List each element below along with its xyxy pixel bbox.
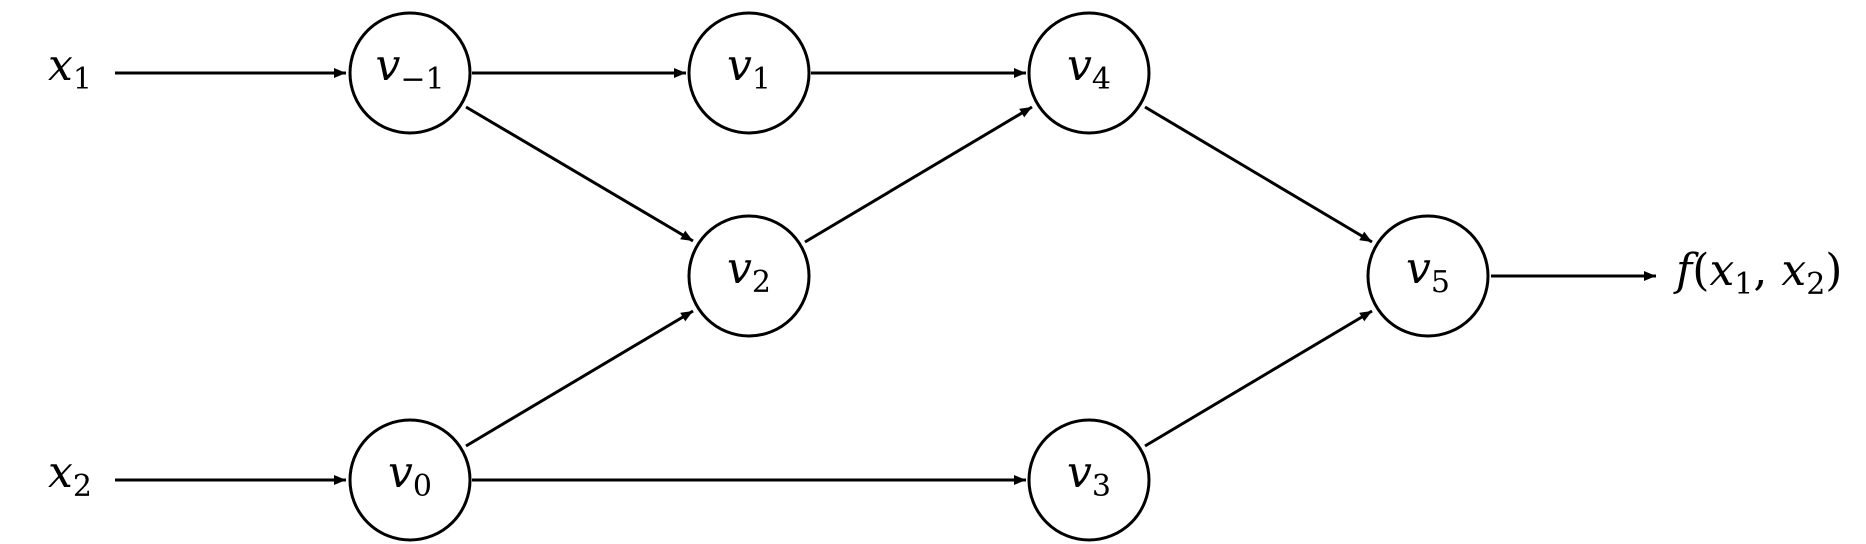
edge-v2-v4 xyxy=(804,105,1033,244)
edges xyxy=(115,68,1656,485)
edge-v0-v2 xyxy=(465,309,694,448)
node-circle xyxy=(348,418,472,542)
node-label: v4 xyxy=(1067,40,1111,97)
output-label: f(x1, x2) xyxy=(1673,245,1842,302)
node-v4: v4 xyxy=(1027,11,1151,135)
node-label: v3 xyxy=(1067,447,1111,504)
node-label: v2 xyxy=(727,243,771,300)
node-circle xyxy=(1027,418,1151,542)
node-circle xyxy=(687,214,811,338)
edge-v3-v5 xyxy=(1144,309,1373,448)
input-labels: x1 x2 xyxy=(48,40,92,504)
nodes: v−1 v1 v4 v2 v5 v0 v3 xyxy=(348,11,1490,542)
edge-v-1-v2 xyxy=(465,105,694,243)
node-v2: v2 xyxy=(687,214,811,338)
node-v5: v5 xyxy=(1366,214,1490,338)
node-label: v−1 xyxy=(375,40,444,97)
node-circle xyxy=(1027,11,1151,135)
node-circle xyxy=(1366,214,1490,338)
node-v1: v1 xyxy=(687,11,811,135)
edge-v4-v5 xyxy=(1144,105,1373,244)
node-circle xyxy=(348,11,472,135)
node-circle xyxy=(687,11,811,135)
node-v-minus-1: v−1 xyxy=(348,11,472,135)
node-v0: v0 xyxy=(348,418,472,542)
input-x2: x2 xyxy=(48,447,92,504)
input-x1: x1 xyxy=(48,40,92,97)
node-label: v5 xyxy=(1406,243,1450,300)
node-label: v0 xyxy=(388,447,432,504)
node-v3: v3 xyxy=(1027,418,1151,542)
node-label: v1 xyxy=(727,40,771,97)
